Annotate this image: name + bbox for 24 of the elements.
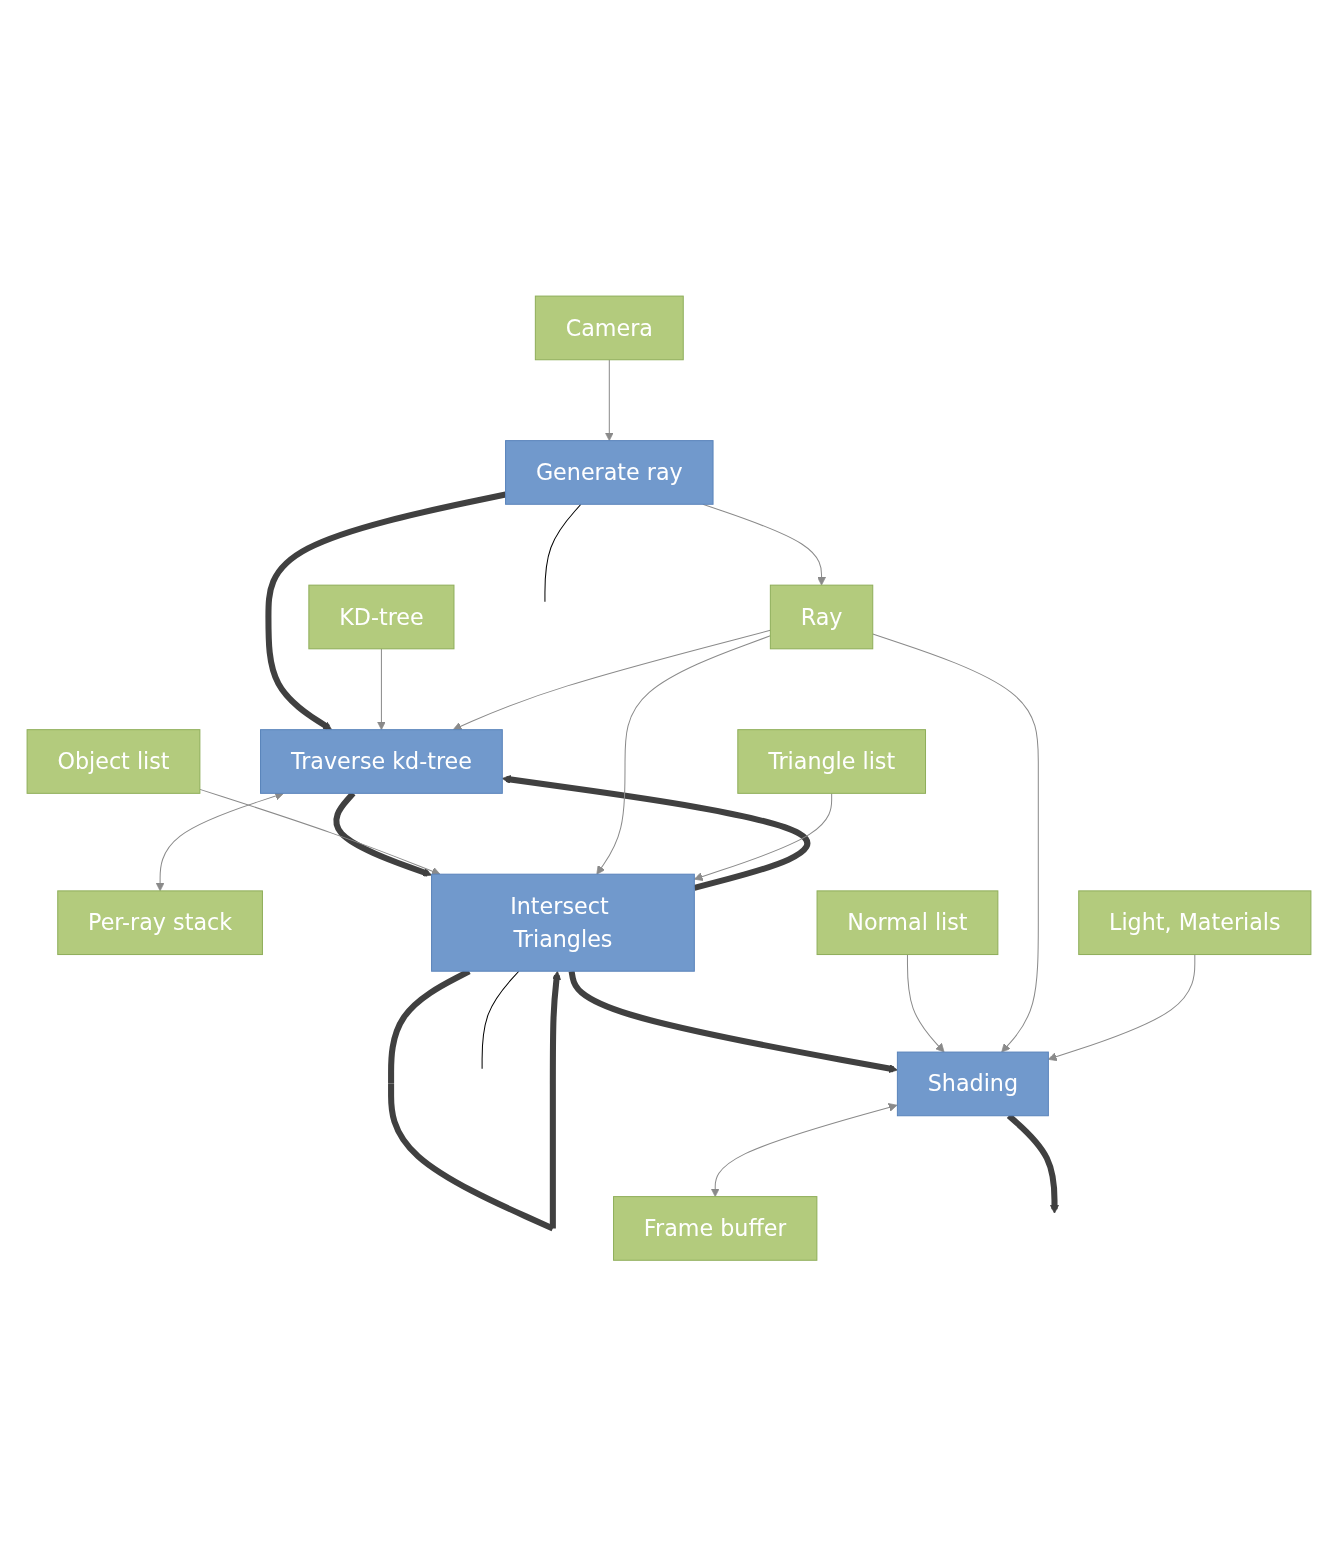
arrow [710,1102,898,1197]
arrow [452,629,771,731]
node-box: Traverse kd-tree [260,728,503,794]
node-box: Shading [896,1051,1049,1117]
node-box: Normal list [816,890,999,955]
node-box: Intersect Triangles [431,873,695,972]
connector [481,970,520,1070]
arrow [906,953,945,1053]
arrow [872,633,1039,1053]
arrow [596,635,771,875]
arrow [376,648,386,730]
node-box: Generate ray [505,439,714,505]
node-box: Object list [26,728,201,794]
arrow [199,788,441,876]
connector [544,503,582,603]
arrow [604,359,614,441]
node-box: KD-tree [308,584,455,650]
node-box: Per-ray stack [57,890,263,955]
arrow [568,970,898,1073]
node-box: Frame buffer [613,1195,818,1261]
node-box: Triangle list [737,728,926,794]
node-box: Camera [534,295,684,361]
node-box: Light, Materials [1078,890,1312,955]
node-box: Ray [769,584,874,650]
